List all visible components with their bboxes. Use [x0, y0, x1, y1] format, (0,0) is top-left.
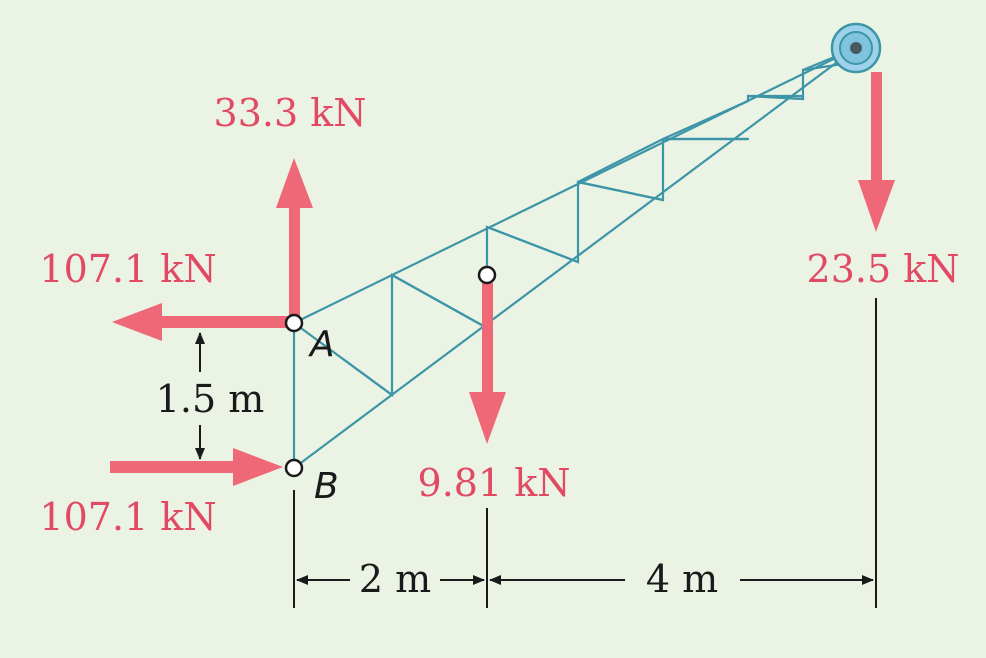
point-label-a: A — [308, 324, 335, 365]
force-arrow-a-horizontal — [112, 303, 294, 341]
truss-top-brace — [576, 137, 665, 184]
pin-a-icon — [284, 313, 304, 333]
force-arrow-tip-load — [858, 72, 895, 232]
force-arrow-b-horizontal — [110, 448, 283, 486]
dimension-label-vertical: 1.5 m — [156, 377, 265, 421]
truss-web-members — [292, 46, 858, 398]
force-label-tip-load: 23.5 kN — [807, 247, 960, 291]
truss-diagonal-4 — [576, 180, 665, 202]
force-label-a-vertical: 33.3 kN — [214, 91, 367, 135]
dimension-label-4m: 4 m — [646, 557, 718, 601]
pin-b-icon — [284, 458, 304, 478]
force-label-boom-weight: 9.81 kN — [418, 461, 571, 505]
center-of-gravity-pin-icon — [477, 265, 497, 285]
pulley-icon — [830, 22, 882, 74]
point-label-b: B — [314, 466, 339, 507]
truss-diagonal-2 — [390, 273, 489, 330]
truss-diagonal-6 — [746, 94, 805, 101]
force-arrow-a-vertical — [276, 158, 313, 325]
crane-boom-truss — [292, 46, 858, 470]
truss-diagonal-1 — [341, 357, 394, 397]
force-label-a-horizontal: 107.1 kN — [39, 247, 216, 291]
truss-top-chord — [292, 46, 858, 325]
force-arrow-boom-weight — [469, 283, 506, 444]
truss-bottom-chord — [292, 46, 858, 470]
dimension-label-2m: 2 m — [359, 557, 431, 601]
force-label-b-horizontal: 107.1 kN — [39, 495, 216, 539]
truss-diagonal-3 — [485, 225, 580, 264]
